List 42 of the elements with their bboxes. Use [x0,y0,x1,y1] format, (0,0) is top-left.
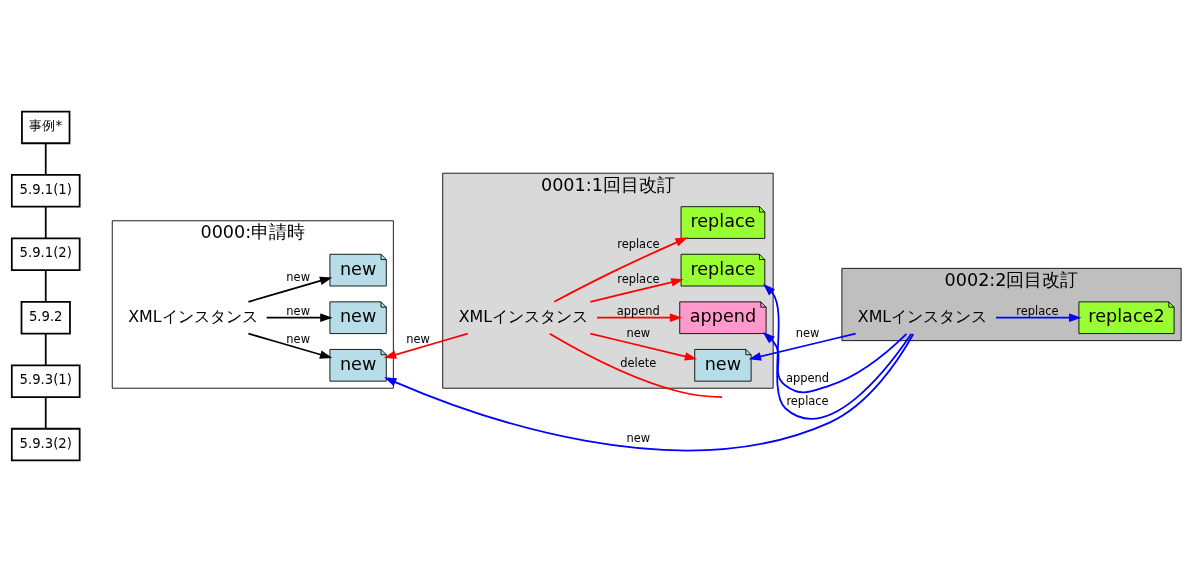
arrow [589,332,698,361]
node-box: 5.9.2 [20,300,71,334]
arrow [247,276,333,303]
arrow [762,331,908,393]
edge-label: new [286,303,311,318]
node-box: 事例* [21,110,71,144]
arrow [553,236,688,303]
node-box: 5.9.3(2) [10,427,81,461]
node-box: 5.9.1(1) [10,173,81,208]
connector [44,205,47,239]
arrow [383,332,469,359]
edge-label: append [616,303,660,318]
edge-label: new [286,331,311,346]
arrow [748,332,857,361]
arrow [589,277,684,303]
edge-label: delete [620,355,657,370]
arrow [247,332,333,359]
connector [548,332,723,398]
edge-label: replace [1016,303,1059,318]
edge-label: new [626,325,651,340]
edge-label: new [286,269,311,284]
edge-label: new [626,430,651,445]
connector [44,141,47,176]
edge-label: new [406,331,430,346]
edge-label: append [785,370,830,385]
node-box: 5.9.1(2) [10,237,81,271]
connector [44,332,47,366]
arrow [995,312,1082,322]
node-box: 5.9.3(1) [10,363,81,398]
node-text: XMLインスタンス [128,306,258,326]
edge-label: replace [617,271,660,286]
arrow [384,332,915,451]
arrow [763,283,913,419]
connector [44,395,47,429]
edge-label: replace [786,393,829,408]
node-text: XMLインスタンス [857,306,988,326]
arrow [596,312,683,322]
node-text: XMLインスタンス [458,306,589,326]
connector [44,268,47,302]
arrow [265,312,333,322]
edge-label: new [795,325,820,340]
edge-label: replace [617,236,660,251]
